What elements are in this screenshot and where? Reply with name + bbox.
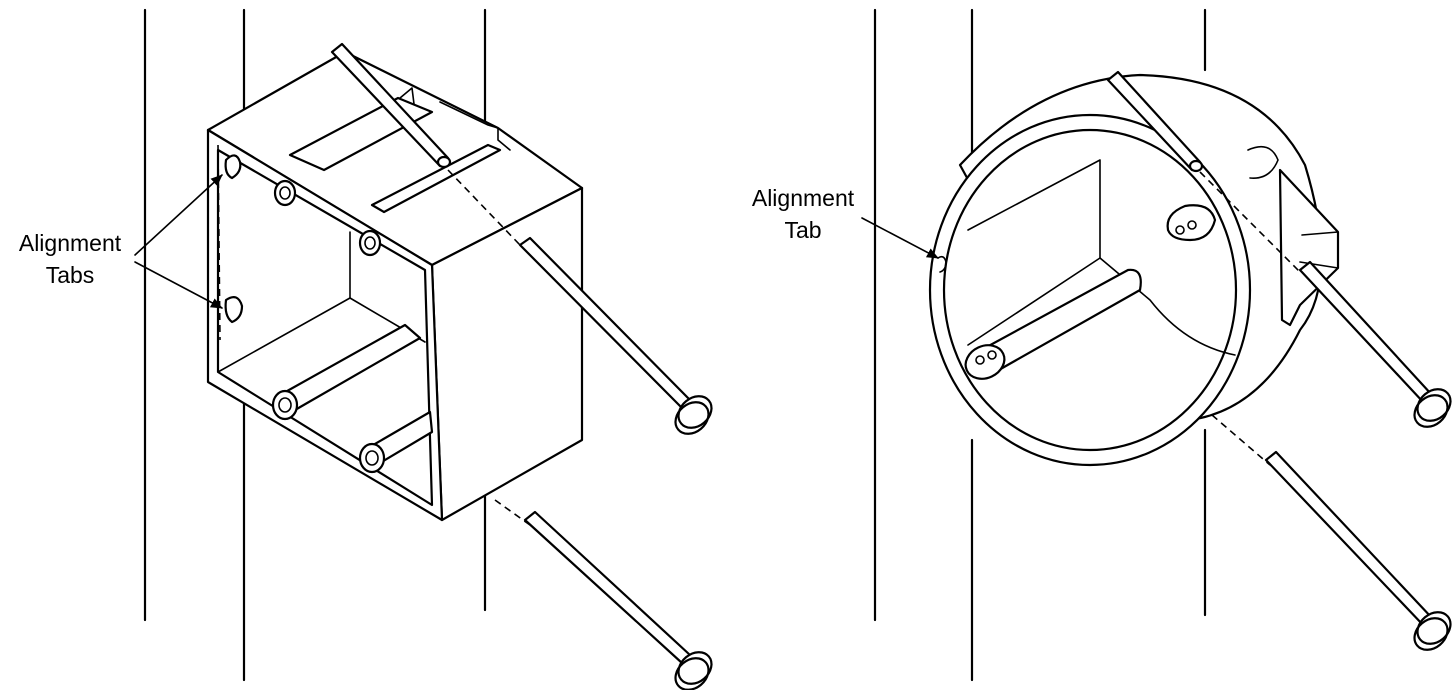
stud-lines-right: [873, 8, 1207, 682]
rectangular-electrical-box: [206, 50, 584, 522]
rectangular-box-figure: Alignment Tabs: [19, 8, 713, 690]
label-alignment: Alignment: [752, 185, 855, 211]
round-electrical-box: [928, 73, 1340, 467]
label-tab: Tab: [784, 217, 821, 243]
nail-top-right: [1106, 70, 1452, 428]
nail-bottom-right: [1211, 414, 1452, 651]
alignment-tab: [937, 255, 947, 273]
label-tabs: Tabs: [46, 262, 95, 288]
nail-top-left: [330, 42, 713, 435]
alignment-tabs-callout: Alignment Tabs: [19, 174, 223, 309]
alignment-tab-callout: Alignment Tab: [752, 185, 939, 259]
round-box-figure: Alignment Tab: [752, 8, 1452, 682]
nail-bottom-left: [494, 499, 713, 690]
arrow-to-upper-tab: [134, 174, 223, 256]
alignment-tab-lower: [224, 296, 244, 324]
arrow-to-tab: [861, 217, 939, 259]
label-alignment: Alignment: [19, 230, 122, 256]
arrow-to-lower-tab: [134, 261, 223, 309]
alignment-tab-upper: [224, 154, 242, 180]
